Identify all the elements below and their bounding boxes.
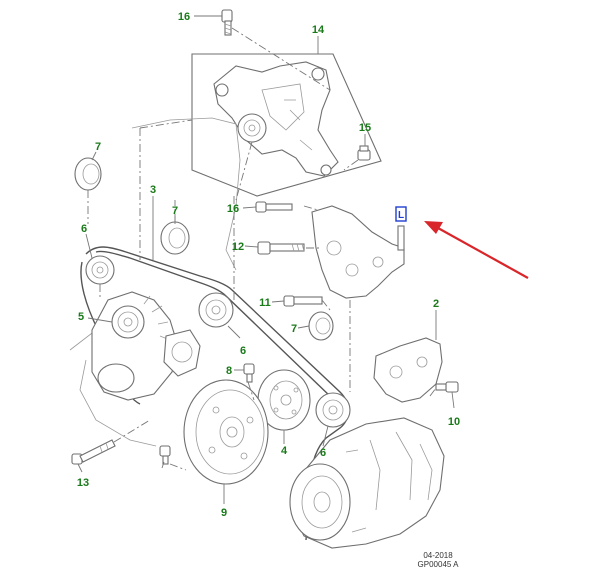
- bolt-11: [283, 295, 323, 307]
- idler-pulley-7-c: [308, 311, 334, 341]
- callout-6-a: 6: [81, 223, 87, 235]
- tensioner-pulley-6-a: [85, 255, 115, 285]
- callout-10: 10: [448, 416, 460, 428]
- tensioner-pulley-6-c: [315, 392, 351, 428]
- callout-2: 2: [433, 298, 439, 310]
- idler-pulley-7-b: [160, 221, 190, 255]
- tensioner-pulley-6-b: [198, 292, 234, 328]
- ac-compressor: [289, 417, 445, 549]
- bolt-8-lower: [159, 445, 171, 465]
- tensioner-bracket: [311, 205, 405, 299]
- mounting-bracket-assembly: [191, 53, 382, 197]
- highlight-marker-label: L: [398, 210, 404, 221]
- bolt-12: [257, 241, 305, 255]
- compressor-bracket: [373, 337, 443, 403]
- assembly-guide-lines: [87, 119, 437, 471]
- callout-13: 13: [77, 477, 89, 489]
- callout-5: 5: [78, 311, 84, 323]
- callout-7-b: 7: [172, 205, 178, 217]
- callout-7-a: 7: [95, 141, 101, 153]
- bolt-10: [435, 381, 459, 393]
- callout-6-b: 6: [240, 345, 246, 357]
- callout-9: 9: [221, 507, 227, 519]
- callout-12: 12: [232, 241, 244, 253]
- callout-15: 15: [359, 122, 371, 134]
- callout-labels: 16 14 15 7 3 16 7 6 12 2 11 5 7 6 8 10 4…: [77, 11, 460, 519]
- highlight-arrow: [424, 221, 529, 279]
- callout-3: 3: [150, 184, 156, 196]
- callout-4: 4: [281, 445, 288, 457]
- bolt-15: [357, 145, 371, 161]
- leader-lines: [77, 15, 455, 504]
- footer-code: GP00045 A: [418, 560, 460, 568]
- callout-6-c: 6: [320, 447, 326, 459]
- callout-16-mid: 16: [227, 203, 239, 215]
- callout-7-c: 7: [291, 323, 297, 335]
- idler-pulley-7-a: [74, 157, 102, 191]
- bolt-16-mid: [255, 201, 293, 213]
- footer-date: 04-2018: [423, 551, 453, 560]
- bolt-13: [71, 439, 116, 465]
- drawing-reference: 04-2018 GP00045 A: [418, 551, 460, 568]
- crankshaft-pulley: [183, 379, 269, 485]
- callout-14: 14: [312, 24, 325, 36]
- callout-16-top: 16: [178, 11, 190, 23]
- alternator-assembly: [91, 291, 201, 401]
- callout-11: 11: [259, 297, 271, 309]
- highlight-marker: L: [395, 206, 407, 222]
- bolt-8: [243, 363, 255, 383]
- callout-8: 8: [226, 365, 232, 377]
